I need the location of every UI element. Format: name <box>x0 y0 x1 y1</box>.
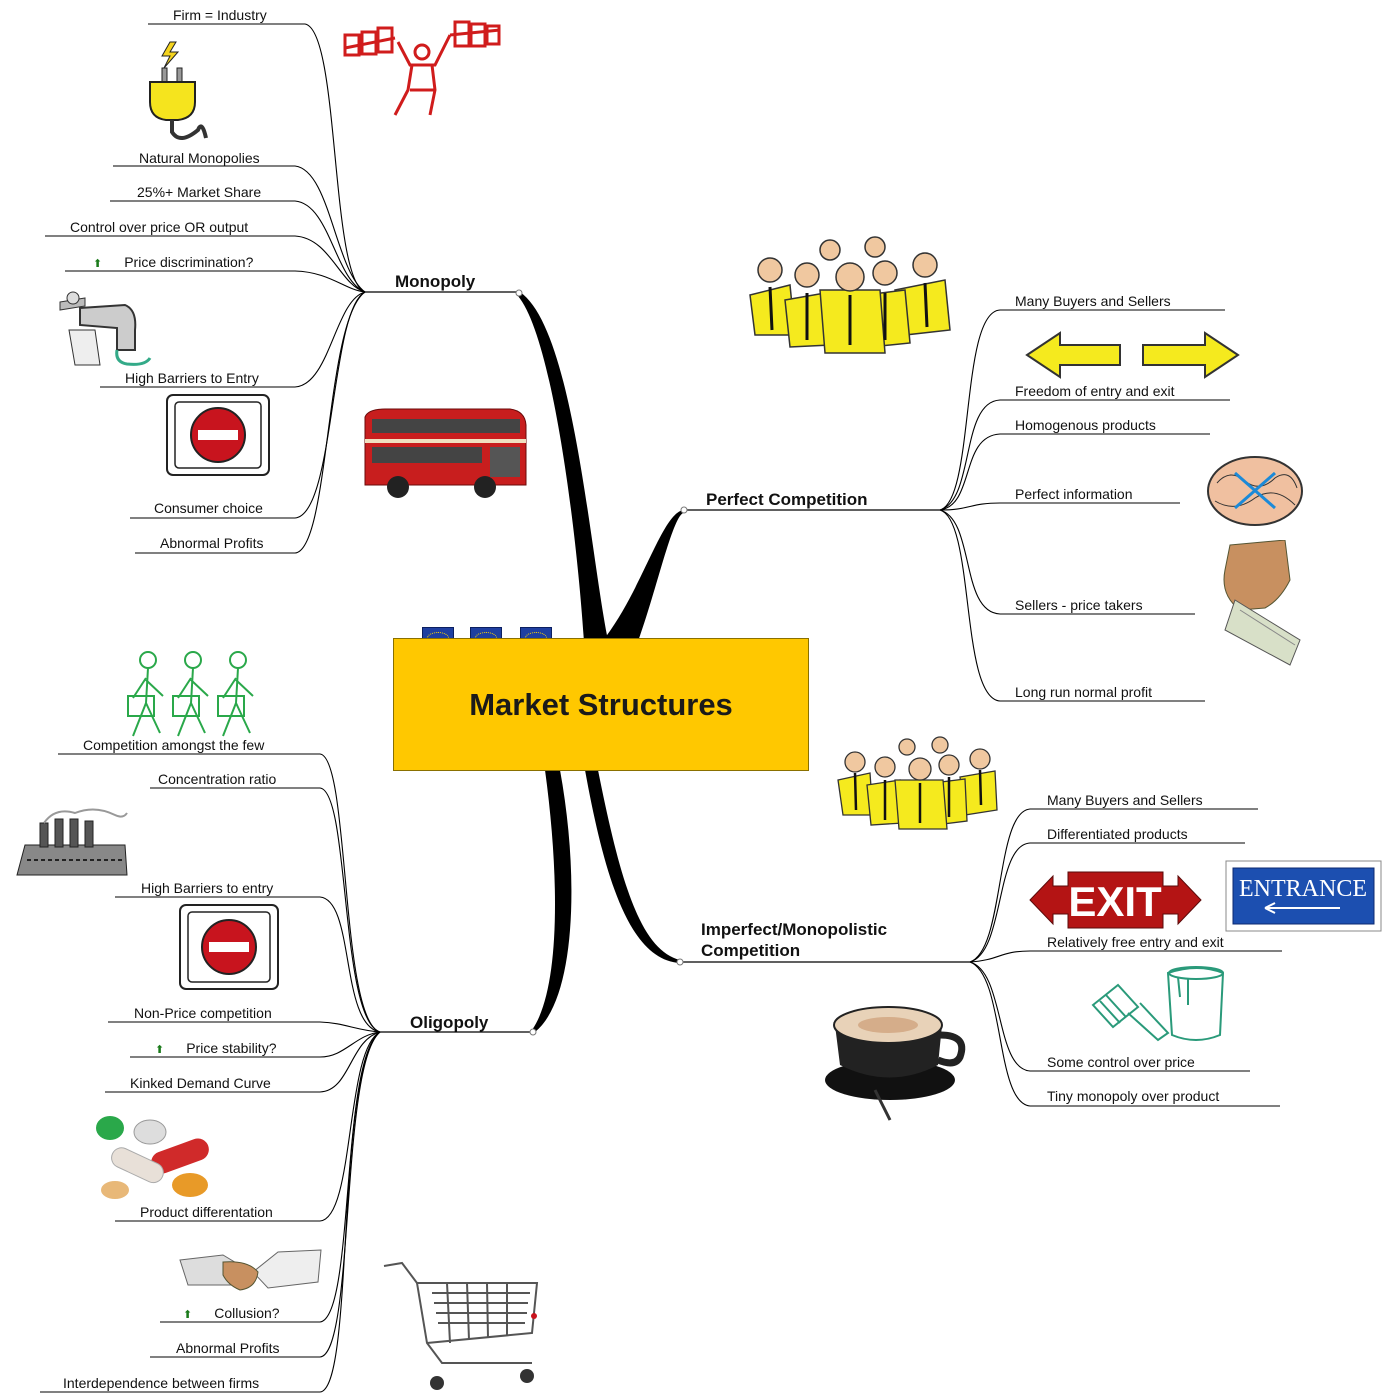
factory-icon <box>16 808 128 876</box>
leaf-free-entry-exit[interactable]: Relatively free entry and exit <box>1047 934 1224 950</box>
branch-monopoly[interactable]: Monopoly <box>395 272 476 291</box>
leaf-price-discrimination[interactable]: ⬆ Price discrimination? <box>93 254 253 272</box>
leaf-control-over-price[interactable]: Some control over price <box>1047 1054 1195 1070</box>
branch-imperfect-line2[interactable]: Competition <box>701 941 801 960</box>
leaf-natural-monopolies[interactable]: Natural Monopolies <box>139 150 260 166</box>
leaf-tiny-monopoly[interactable]: Tiny monopoly over product <box>1047 1088 1220 1104</box>
leaf-non-price-competition[interactable]: Non-Price competition <box>134 1005 272 1021</box>
handshake-icon <box>179 1249 322 1291</box>
leaf-homogenous-products[interactable]: Homogenous products <box>1015 417 1156 433</box>
leaf-price-stability-label: Price stability? <box>186 1040 277 1056</box>
hand-with-money-icon <box>1223 540 1301 666</box>
arrow-up-icon: ⬆ <box>93 258 103 270</box>
no-entry-sign-icon <box>166 394 270 476</box>
crowd-of-people-icon <box>749 236 951 354</box>
leaf-market-share[interactable]: 25%+ Market Share <box>137 184 262 200</box>
leaf-consumer-choice[interactable]: Consumer choice <box>154 500 263 516</box>
paint-brush-and-can-icon <box>1091 966 1225 1042</box>
coffee-cup-icon <box>825 1006 966 1121</box>
leaf-high-barriers[interactable]: High Barriers to Entry <box>125 370 259 386</box>
leaf-kinked-demand[interactable]: Kinked Demand Curve <box>130 1075 271 1091</box>
leaf-collusion-label: Collusion? <box>214 1305 280 1321</box>
water-tap-icon <box>59 291 152 366</box>
pills-icon <box>96 1116 209 1199</box>
leaf-differentiated-products[interactable]: Differentiated products <box>1047 826 1188 842</box>
branch-connector-monopoly <box>518 292 610 660</box>
entrance-sign-icon: ENTRANCE <box>1225 860 1382 932</box>
exit-sign-text: EXIT <box>1068 878 1162 925</box>
leaf-imp-many-buyers[interactable]: Many Buyers and Sellers <box>1047 792 1203 808</box>
crowd-of-people-icon <box>837 736 998 830</box>
no-entry-sign-icon <box>179 904 279 990</box>
arrow-up-icon: ⬆ <box>155 1044 165 1056</box>
leaf-freedom-entry-exit[interactable]: Freedom of entry and exit <box>1015 383 1175 399</box>
leaf-collusion[interactable]: ⬆ Collusion? <box>183 1305 280 1323</box>
weightlifter-icon <box>343 20 501 116</box>
leaf-competition-few[interactable]: Competition amongst the few <box>83 737 265 753</box>
entrance-sign-text: ENTRANCE <box>1239 876 1367 902</box>
leaf-abnormal-profits[interactable]: Abnormal Profits <box>160 535 264 551</box>
central-topic[interactable]: Market Structures <box>393 638 809 771</box>
leaf-price-discrimination-label: Price discrimination? <box>124 254 254 270</box>
branch-connector-perfect <box>595 510 683 660</box>
branch-connector-imperfect <box>585 770 680 963</box>
leaf-many-buyers-sellers[interactable]: Many Buyers and Sellers <box>1015 293 1171 309</box>
leaf-normal-profit[interactable]: Long run normal profit <box>1015 684 1152 700</box>
branch-imperfect-line1[interactable]: Imperfect/Monopolistic <box>701 920 888 939</box>
leaf-interdependence[interactable]: Interdependence between firms <box>63 1375 260 1391</box>
brain-icon <box>1207 456 1303 526</box>
leaf-high-barriers-entry[interactable]: High Barriers to entry <box>141 880 274 896</box>
branch-perfect-competition[interactable]: Perfect Competition <box>706 490 868 509</box>
walking-people-icon <box>127 651 254 737</box>
arrow-up-icon: ⬆ <box>183 1309 193 1321</box>
leaf-price-stability[interactable]: ⬆ Price stability? <box>155 1040 276 1058</box>
leaf-control-price[interactable]: Control over price OR output <box>70 219 249 235</box>
electric-plug-icon <box>149 41 208 140</box>
branch-connector-oligopoly <box>532 770 572 1032</box>
central-topic-title: Market Structures <box>469 686 733 722</box>
double-decker-bus-icon <box>364 408 527 498</box>
leaf-firm-industry[interactable]: Firm = Industry <box>173 7 267 23</box>
left-right-arrows-icon <box>1025 331 1240 379</box>
branch-oligopoly[interactable]: Oligopoly <box>410 1013 489 1032</box>
leaf-perfect-information[interactable]: Perfect information <box>1015 486 1133 502</box>
leaf-product-differentation[interactable]: Product differentation <box>140 1204 273 1220</box>
leaf-concentration-ratio[interactable]: Concentration ratio <box>158 771 277 787</box>
exit-sign-icon: EXIT <box>1029 871 1202 929</box>
leaf-oligopoly-abnormal-profits[interactable]: Abnormal Profits <box>176 1340 280 1356</box>
leaf-price-takers[interactable]: Sellers - price takers <box>1015 597 1143 613</box>
shopping-cart-icon <box>383 1261 539 1390</box>
